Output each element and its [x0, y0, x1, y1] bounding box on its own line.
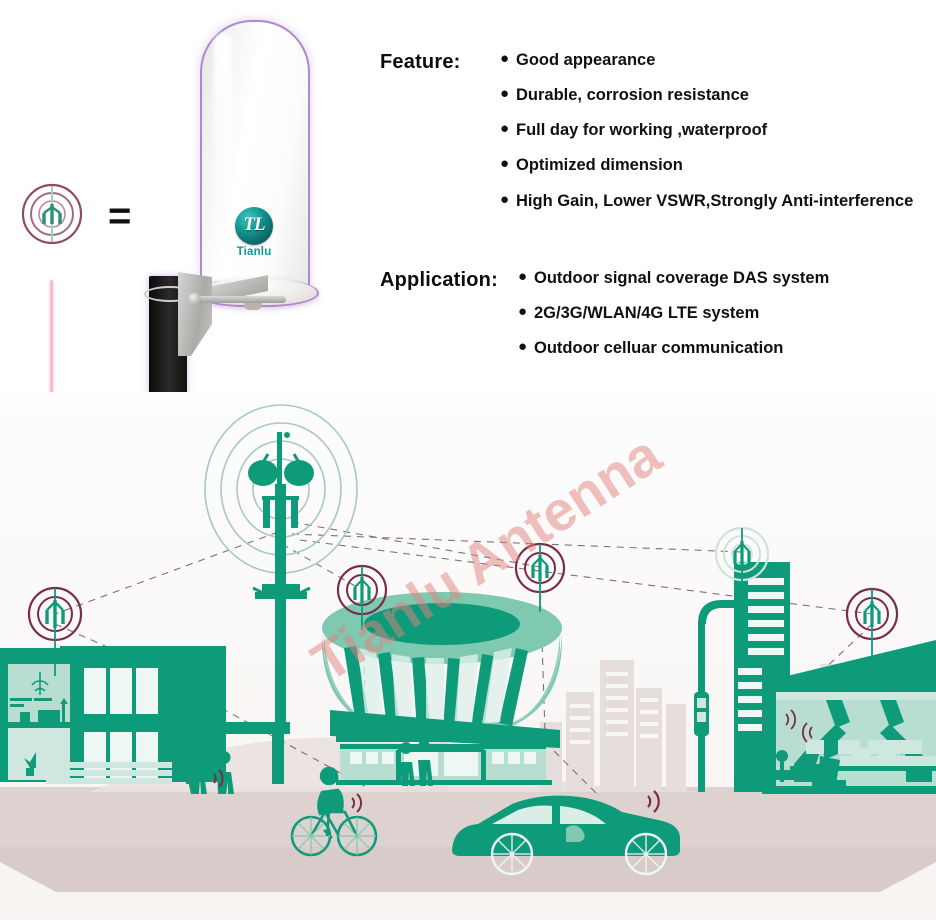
house-plant [24, 752, 36, 776]
logo-monogram: TL [243, 214, 265, 235]
bracket-bolt [188, 293, 201, 306]
bullet-icon: ● [518, 338, 528, 356]
bullet-icon: ● [518, 268, 528, 285]
office-tower-windows [738, 578, 784, 731]
brand-name-label: Tianlu [236, 246, 272, 258]
logo-sphere-icon: TL [235, 207, 273, 245]
feature-item: ● Optimized dimension [500, 155, 936, 175]
application-heading: Application: [380, 269, 498, 291]
feature-item-label: Optimized dimension [516, 156, 683, 175]
mini-antenna-icon [20, 182, 84, 246]
application-list: ● Outdoor signal coverage DAS system ● 2G/… [518, 268, 936, 373]
mounting-bracket [178, 272, 212, 356]
feature-list: ● Good appearance ● Durable, corrosion res… [500, 50, 936, 226]
repeater-factory [845, 587, 899, 662]
repeater-house [27, 586, 83, 676]
feature-heading: Feature: [380, 51, 461, 73]
stadium [322, 592, 562, 785]
feature-item-label: Full day for working ,waterproof [516, 121, 768, 140]
product-photo: TL Tianlu [140, 4, 320, 394]
feature-item-label: High Gain, Lower VSWR,Strongly Anti-inte… [516, 191, 914, 210]
equals-sign: = [108, 194, 132, 238]
application-item-label: Outdoor signal coverage DAS system [534, 269, 830, 287]
robot-wifi-icon [801, 722, 813, 743]
feature-item: ● High Gain, Lower VSWR,Strongly Anti-int… [500, 191, 936, 211]
antenna-radome [200, 20, 310, 292]
application-item: ● Outdoor celluar communication [518, 338, 936, 358]
house-steps [34, 762, 172, 784]
residential-house [0, 646, 290, 784]
repeater-office [714, 526, 770, 588]
tower-dish-left [248, 460, 278, 486]
repeater-stadium-left [336, 564, 388, 630]
house-furniture [10, 698, 68, 725]
tower-dish-right [284, 460, 314, 486]
feature-item-label: Good appearance [516, 51, 656, 69]
network-illustration [0, 392, 936, 920]
cyclist-signal-icon [351, 793, 363, 813]
pedestrian-signal-icon [213, 769, 224, 788]
factory-benches [840, 748, 936, 766]
application-section: Application: ● Outdoor signal coverage DA… [380, 268, 936, 373]
bullet-icon: ● [500, 50, 510, 67]
feature-section: Feature: ● Good appearance ● Durable, corr… [380, 50, 936, 226]
indoor-wifi-icon [31, 672, 49, 695]
factory [762, 640, 936, 794]
bullet-icon: ● [500, 155, 510, 173]
ground-upper [0, 787, 936, 847]
bullet-icon: ● [500, 85, 510, 103]
car [452, 790, 680, 876]
bullet-icon: ● [500, 190, 510, 208]
brand-logo: TL Tianlu [225, 207, 283, 258]
application-item-label: 2G/3G/WLAN/4G LTE system [534, 304, 760, 323]
pedestrians-stadium [400, 740, 433, 786]
feature-item: ● Full day for working ,waterproof [500, 120, 936, 140]
application-item: ● 2G/3G/WLAN/4G LTE system [518, 303, 936, 323]
feature-item-label: Durable, corrosion resistance [516, 86, 749, 105]
factory-wifi-icon [785, 709, 797, 730]
application-item: ● Outdoor signal coverage DAS system [518, 268, 936, 288]
feature-item: ● Durable, corrosion resistance [500, 85, 936, 105]
repeater-icons [27, 526, 899, 676]
cyclist [290, 766, 378, 857]
repeater-stadium-right [514, 542, 566, 612]
tower-mast [275, 484, 286, 732]
feature-item: ● Good appearance [500, 50, 936, 70]
macro-cell-tower [204, 404, 358, 732]
bracket-arm [192, 296, 286, 303]
robot-arm-floor [812, 740, 846, 786]
car-signal-icon [647, 790, 660, 813]
factory-machine [769, 750, 794, 782]
bullet-icon: ● [518, 303, 528, 321]
radome-highlight [214, 34, 232, 244]
application-item-label: Outdoor celluar communication [534, 339, 784, 358]
bullet-icon: ● [500, 120, 510, 138]
